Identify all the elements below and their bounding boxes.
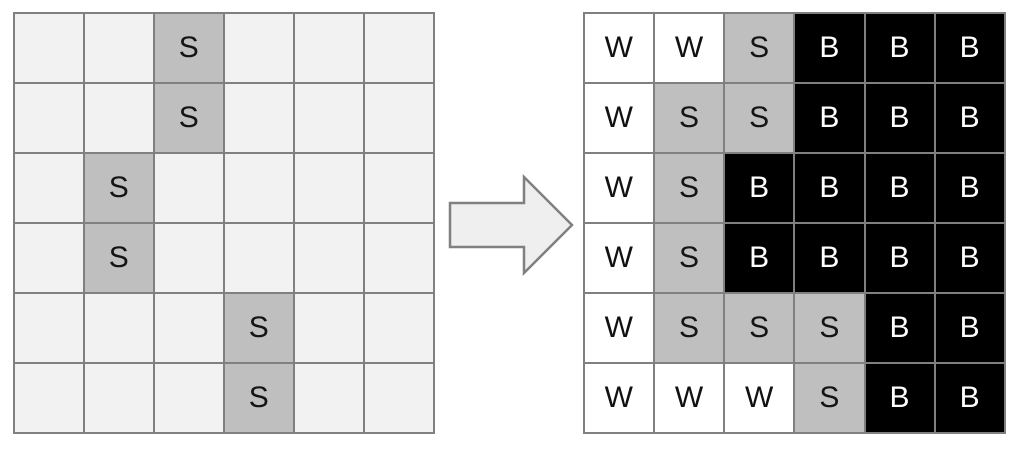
grid-cell: B <box>865 294 934 362</box>
grid-cell: S <box>155 84 223 152</box>
right-block-arrow-icon <box>448 174 574 276</box>
grid-cell <box>365 294 433 362</box>
grid-cell <box>155 224 223 292</box>
grid-cell <box>365 364 433 432</box>
grid-cell <box>15 84 83 152</box>
grid-cell: B <box>935 364 1004 432</box>
grid-cell <box>225 14 293 82</box>
grid-cell: S <box>225 294 293 362</box>
grid-cell <box>365 14 433 82</box>
grid-cell: S <box>795 294 864 362</box>
grid-cell: W <box>585 294 654 362</box>
grid-cell <box>155 294 223 362</box>
grid-cell: B <box>725 224 794 292</box>
grid-cell <box>295 84 363 152</box>
grid-cell <box>15 154 83 222</box>
grid-cell: W <box>725 364 794 432</box>
grid-cell <box>85 364 153 432</box>
grid-cell: S <box>725 14 794 82</box>
grid-cell: W <box>585 14 654 82</box>
grid-cell <box>295 154 363 222</box>
grid-cell <box>295 14 363 82</box>
grid-cell <box>15 364 83 432</box>
grid-cell: B <box>865 154 934 222</box>
grid-cell: W <box>585 224 654 292</box>
grid-cell: B <box>795 14 864 82</box>
grid-cell: S <box>655 294 724 362</box>
grid-cell <box>225 154 293 222</box>
grid-cell <box>85 294 153 362</box>
grid-cell: W <box>585 364 654 432</box>
grid-cell: B <box>935 224 1004 292</box>
grid-cell <box>365 224 433 292</box>
grid-cell: S <box>795 364 864 432</box>
grid-cell: S <box>85 224 153 292</box>
grid-cell: S <box>655 154 724 222</box>
grid-cell: B <box>935 84 1004 152</box>
grid-cell <box>295 224 363 292</box>
grid-cell <box>85 84 153 152</box>
grid-cell <box>365 84 433 152</box>
grid-cell: S <box>655 84 724 152</box>
grid-cell: B <box>865 364 934 432</box>
grid-cell: W <box>655 364 724 432</box>
grid-cell <box>85 14 153 82</box>
grid-cell: B <box>935 14 1004 82</box>
grid-cell <box>15 224 83 292</box>
grid-cell: S <box>725 294 794 362</box>
grid-cell <box>225 224 293 292</box>
grid-cell <box>295 294 363 362</box>
grid-cell: B <box>935 154 1004 222</box>
grid-cell: B <box>795 154 864 222</box>
grid-cell: B <box>725 154 794 222</box>
grid-cell: B <box>935 294 1004 362</box>
grid-cell: B <box>795 84 864 152</box>
grid-cell <box>15 294 83 362</box>
grid-cell: B <box>865 84 934 152</box>
grid-cell: B <box>795 224 864 292</box>
grid-cell: B <box>865 224 934 292</box>
grid-cell <box>225 84 293 152</box>
grid-cell <box>15 14 83 82</box>
grid-cell <box>155 154 223 222</box>
grid-cell: S <box>655 224 724 292</box>
grid-cell: W <box>585 84 654 152</box>
grid-cell: S <box>725 84 794 152</box>
grid-cell: S <box>155 14 223 82</box>
grid-cell: S <box>225 364 293 432</box>
grid-cell <box>155 364 223 432</box>
grid-cell <box>295 364 363 432</box>
grid-cell: W <box>655 14 724 82</box>
grid-cell: S <box>85 154 153 222</box>
grid-cell <box>365 154 433 222</box>
grid-cell: B <box>865 14 934 82</box>
grid-cell: W <box>585 154 654 222</box>
